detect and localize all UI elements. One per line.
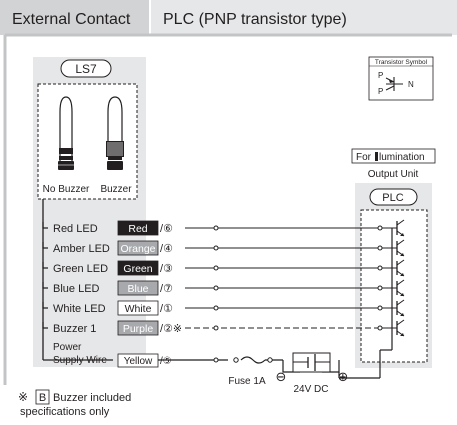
- header-tab-label: External Contact: [12, 11, 131, 28]
- model-no-buzzer: No Buzzer: [43, 184, 90, 195]
- fuse-terminal-left: [233, 357, 239, 363]
- terminal-dot: [377, 285, 383, 291]
- plc-label: PLC: [382, 192, 403, 204]
- wire-label: Amber LED: [53, 243, 110, 255]
- fuse-terminal-right: [267, 357, 273, 363]
- transistor-icon: [382, 299, 405, 317]
- terminal-dot: [377, 245, 383, 251]
- supply-minus-icon: ⊖: [276, 369, 287, 384]
- wire-row: Green LED Green/③: [42, 259, 405, 277]
- supply-plus-icon: ⊕: [338, 369, 349, 384]
- terminal-dot: [213, 225, 219, 231]
- wire-color-name: Green: [123, 263, 152, 275]
- footnote-mark: ※: [18, 390, 28, 404]
- supply-label: 24V DC: [293, 384, 328, 395]
- transistor-icon: [382, 279, 405, 297]
- power-color-name: Yellow: [124, 356, 153, 367]
- output-unit-label-prefix: For: [356, 152, 372, 163]
- wire-pin: /④: [160, 243, 173, 255]
- wire-pin: /①: [160, 303, 173, 315]
- model-buzzer: Buzzer: [100, 184, 132, 195]
- terminal-dot: [213, 305, 219, 311]
- transistor-icon: [382, 219, 405, 237]
- power-pin: /⑤: [160, 356, 172, 367]
- header-tab: [0, 0, 150, 35]
- output-unit-label-line2: Output Unit: [368, 169, 419, 180]
- terminal-dot: [377, 265, 383, 271]
- wire-label: Buzzer 1: [53, 323, 96, 335]
- wire-row: Amber LED Orange/④: [42, 239, 405, 257]
- wire-color-name: Purple: [123, 323, 154, 335]
- header-title: PLC (PNP transistor type): [163, 11, 347, 28]
- wire-color-tag: [117, 280, 159, 296]
- light-tower-no-buzzer-icon: [58, 96, 74, 170]
- dc-supply-icon: [282, 352, 340, 373]
- terminal-dot: [213, 285, 219, 291]
- wire-row: Buzzer 1 Purple/②※: [42, 319, 405, 337]
- transistor-pin-bottom: P: [378, 87, 383, 96]
- light-tower-buzzer-icon: [106, 96, 124, 170]
- wire-label: Green LED: [53, 263, 108, 275]
- device-name: LS7: [75, 62, 97, 76]
- wire-color-tag: [117, 220, 159, 236]
- wire-color-tag: [117, 240, 159, 256]
- transistor-icon: [382, 319, 405, 337]
- wire-color-name: Orange: [120, 243, 155, 255]
- terminal-dot: [377, 325, 383, 331]
- plc-box: [360, 209, 428, 363]
- footnote-badge: B: [39, 392, 46, 404]
- transistor-icon: [382, 259, 405, 277]
- terminal-dot: [213, 245, 219, 251]
- wire-row: White LED White/①: [42, 299, 405, 317]
- power-label-line1: Power: [53, 342, 82, 353]
- transistor-symbol-legend: Transistor Symbol P P N: [368, 56, 434, 101]
- terminal-dot: [213, 325, 219, 331]
- wire-color-tag: [117, 260, 159, 276]
- wire-color-name: Blue: [127, 283, 148, 295]
- frame-border: [3, 33, 452, 385]
- transistor-pin-right: N: [408, 80, 414, 89]
- wire-color-tag: [117, 320, 159, 336]
- transistor-pin-top: P: [378, 71, 383, 80]
- wire-color-name: White: [125, 303, 152, 315]
- footnote-line1: Buzzer included: [53, 392, 131, 404]
- wire-pin: /⑦: [160, 283, 173, 295]
- wire-label: White LED: [53, 303, 106, 315]
- wire-label: Red LED: [53, 223, 98, 235]
- fuse-label: Fuse 1A: [228, 376, 266, 387]
- wire-row: Blue LED Blue/⑦: [42, 279, 405, 297]
- wire-row: Red LED Red/⑥: [42, 219, 405, 237]
- footnote-badge-box: [35, 389, 50, 405]
- wire-color-name: Red: [128, 223, 147, 235]
- footnote-line2: specifications only: [20, 406, 110, 418]
- terminal-dot: [377, 225, 383, 231]
- transistor-icon: [382, 239, 405, 257]
- output-unit-label-suffix: lumination: [379, 152, 425, 163]
- terminal-dot: [377, 305, 383, 311]
- wire-color-tag: [117, 300, 159, 316]
- wire-pin: /⑥: [160, 223, 173, 235]
- wire-pin: /②※: [160, 323, 182, 335]
- wire-label: Blue LED: [53, 283, 100, 295]
- wire-pin: /③: [160, 263, 173, 275]
- terminal-dot: [213, 265, 219, 271]
- transistor-symbol-title: Transistor Symbol: [375, 59, 428, 66]
